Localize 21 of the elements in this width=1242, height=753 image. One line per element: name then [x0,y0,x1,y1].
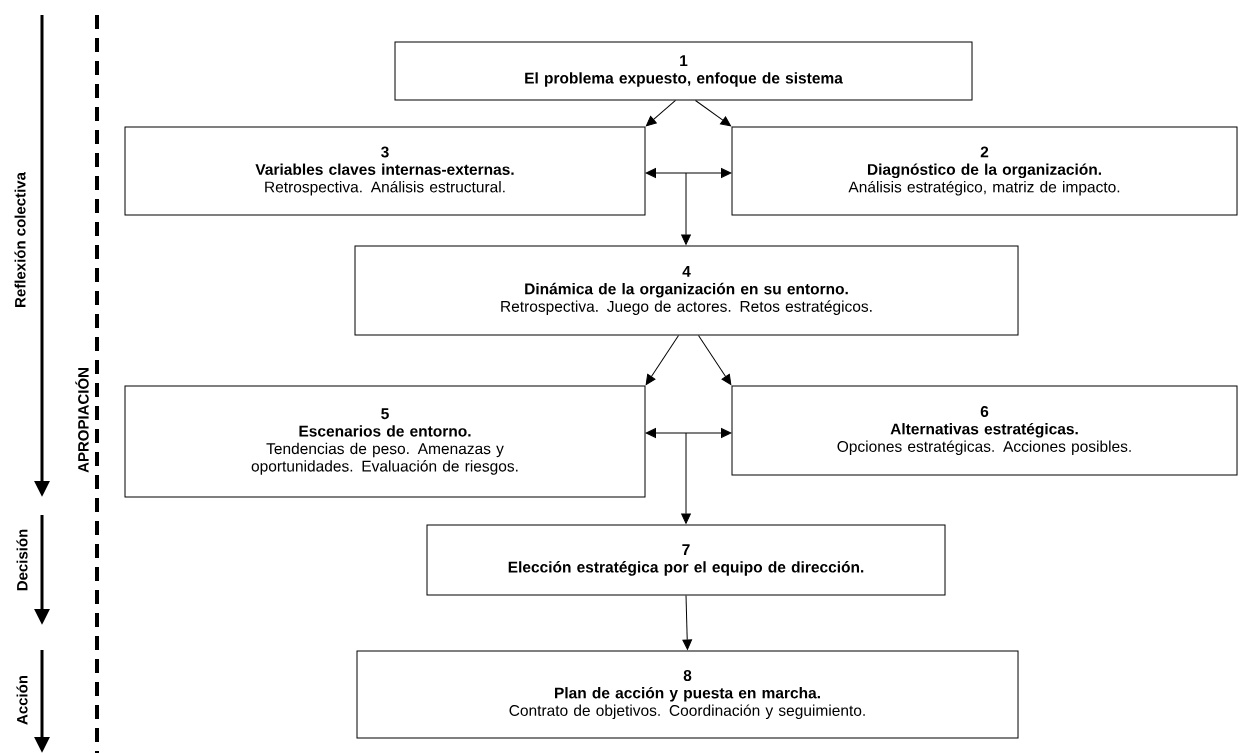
side-label: Decisión [16,529,28,591]
process-box: 6 Alternativas estratégicas. Opciones estratégicas. Acciones posibles. [731,385,1238,476]
process-box: 3 Variables claves internas-externas. Retrospectiva. Análisis estructural. [124,126,646,216]
process-box: 5 Escenarios de entorno. Tendencias de peso. Amenazas y oportunidades. Evaluación de riesgos. [124,385,646,498]
process-box: 4 Dinámica de la organización en su entorno. Retrospectiva. Juego de actores. Retos estratégicos. [354,245,1019,336]
arrow [645,428,732,438]
side-label: APROPIACIÓN [75,368,89,473]
process-box: 8 Plan de acción y puesta en marcha. Contrato de objetivos. Coordinación y seguimiento. [356,650,1019,739]
arrow [695,100,732,127]
arrow [645,168,732,178]
arrow [681,172,691,245]
side-label: Acción [16,675,28,725]
side-label: Reflexión colectiva [14,171,26,307]
process-box: 2 Diagnóstico de la organización. Análisis estratégico, matriz de impacto. [731,126,1238,216]
arrow [681,432,691,524]
arrow [645,100,676,127]
process-box: 7 Elección estratégica por el equipo de dirección. [426,524,946,596]
arrow [682,595,693,650]
process-box: 1 El problema expuesto, enfoque de sistema [394,41,973,101]
arrow [645,335,679,385]
arrow [698,335,732,385]
